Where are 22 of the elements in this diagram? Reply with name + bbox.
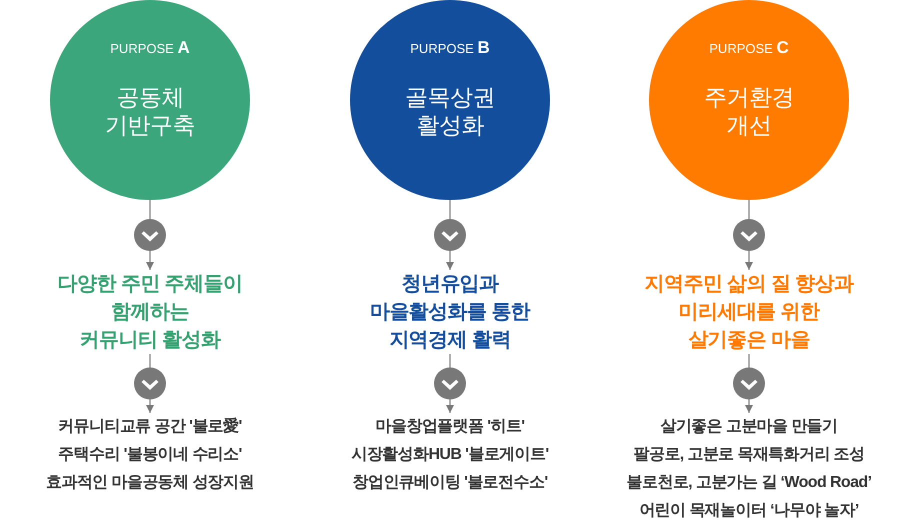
description-line: 팔공로, 고분로 목재특화거리 조성 [634, 445, 864, 465]
goal-text: 청년유입과 마을활성화를 통한 지역경제 활력 [370, 270, 530, 354]
circle-title: 공동체 기반구축 [105, 83, 195, 139]
description-line: 어린이 목재놀이터 ‘나무야 놀자’ [639, 501, 859, 521]
circle-title: 골목상권 활성화 [405, 83, 495, 139]
purpose-label: PURPOSE B [410, 38, 490, 59]
chevron-arrow [134, 200, 166, 270]
description-line: 커뮤니티교류 공간 '불로愛' [58, 416, 242, 437]
description-line: 불로천로, 고분가는 길 ‘Wood Road’ [626, 473, 872, 493]
description-line: 마을창업플랫폼 '히트' [376, 417, 524, 437]
chevron-arrow [733, 200, 765, 270]
circle-title: 주거환경 개선 [704, 83, 794, 139]
purpose-label: PURPOSE C [709, 38, 789, 59]
description-line: 주택수리 '불봉이네 수리소' [58, 445, 242, 465]
goal-text: 다양한 주민 주체들이 함께하는 커뮤니티 활성화 [58, 270, 242, 354]
description-line: 살기좋은 고분마을 만들기 [660, 417, 838, 437]
description-line: 효과적인 마을공동체 성장지원 [46, 473, 254, 493]
purpose-label: PURPOSE A [110, 38, 190, 59]
description-line: 시장활성화HUB '블로게이트' [351, 445, 549, 465]
goal-text: 지역주민 삶의 질 향상과 미리세대를 위한 살기좋은 마을 [644, 270, 854, 354]
chevron-arrow [434, 200, 466, 270]
description-line: 창업인큐베이팅 '불로전수소' [352, 473, 548, 493]
